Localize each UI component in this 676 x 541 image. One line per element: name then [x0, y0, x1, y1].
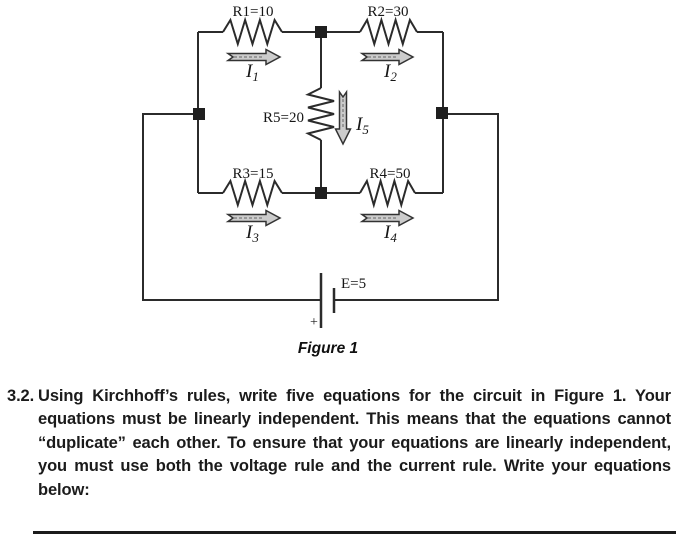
current-i5-label: I5: [355, 114, 369, 137]
current-i2-label: I2: [383, 61, 397, 84]
circuit-figure: R1=10 R2=30 R5=20 R3=15 R4=50 I1 I2 I3 I…: [142, 4, 499, 357]
resistor-r2-zigzag: [359, 16, 418, 48]
current-i2-arrow: [359, 48, 415, 66]
resistor-r4-label: R4=50: [370, 166, 411, 182]
junction-node-bottom: [315, 187, 327, 199]
junction-node-left: [193, 108, 205, 120]
current-i3-label: I3: [245, 222, 259, 245]
problem-number: 3.2.: [7, 387, 35, 405]
answer-line: [33, 531, 676, 534]
resistor-r3-zigzag: [222, 177, 283, 209]
junction-node-right: [436, 107, 448, 119]
resistor-r3-label: R3=15: [233, 166, 274, 182]
problem-statement: 3.2. Using Kirchhoff’s rules, write five…: [7, 385, 671, 502]
circuit-wires: [142, 31, 499, 301]
junction-node-top: [315, 26, 327, 38]
battery-plus-sign: +: [310, 315, 318, 330]
current-i4-label: I4: [383, 222, 397, 245]
resistor-r1-label: R1=10: [233, 4, 274, 20]
current-i1-label: I1: [245, 61, 259, 84]
battery-label: E=5: [341, 276, 366, 292]
resistor-r1-zigzag: [222, 16, 283, 48]
resistor-r5-label: R5=20: [263, 110, 304, 126]
figure-caption: Figure 1: [298, 340, 358, 357]
current-i5-arrow: [334, 89, 352, 146]
problem-text: Using Kirchhoff’s rules, write five equa…: [38, 387, 671, 499]
resistor-r5-zigzag: [305, 87, 335, 141]
resistor-r4-zigzag: [359, 177, 416, 209]
resistor-r2-label: R2=30: [368, 4, 409, 20]
current-i4-arrow: [359, 209, 415, 227]
